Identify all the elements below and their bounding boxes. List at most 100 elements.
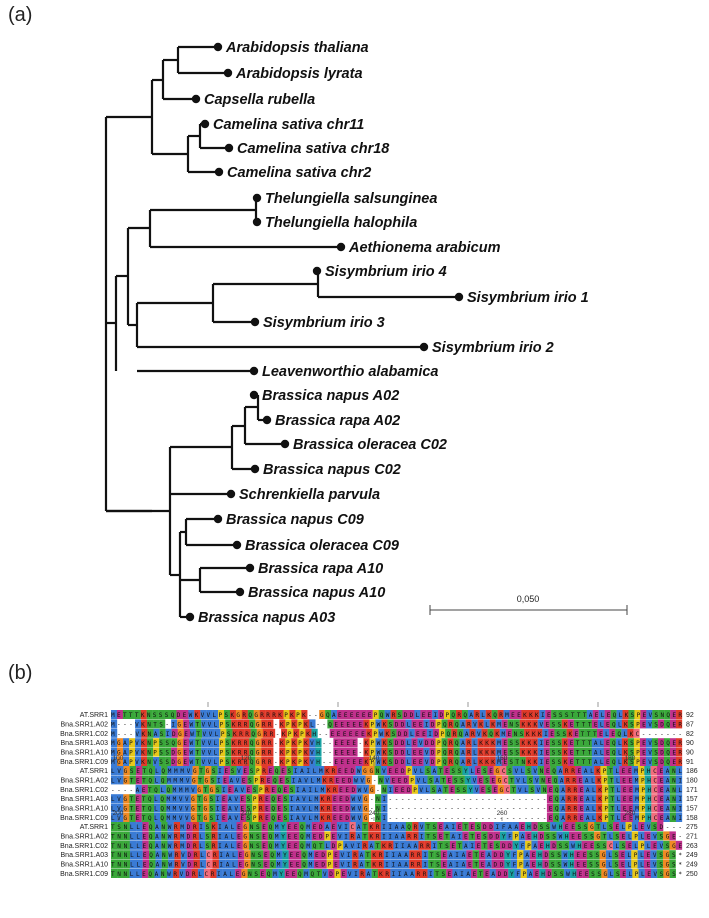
residue-cell	[282, 850, 289, 860]
residue-cell	[229, 710, 237, 719]
residue-cell	[147, 738, 154, 748]
residue-cell	[387, 747, 394, 757]
residue-cell	[343, 766, 350, 775]
residue-cell	[190, 784, 198, 794]
residue-cell	[295, 813, 302, 822]
residue-cell	[615, 757, 623, 766]
residue-cell	[333, 738, 340, 748]
residue-cell	[182, 710, 189, 719]
residue-cell	[501, 747, 508, 757]
residue-cell	[639, 738, 647, 748]
residue-cell	[301, 859, 308, 869]
residue-cell	[639, 803, 646, 813]
residue-cell	[201, 757, 208, 766]
residue-cell	[531, 766, 538, 775]
residue-cell	[491, 710, 498, 719]
residue-cell	[513, 719, 520, 729]
residue-cell	[608, 784, 615, 794]
residue-cell	[669, 803, 677, 813]
residue-cell	[543, 719, 550, 729]
residue-cell	[123, 803, 130, 813]
residue-cell	[147, 794, 155, 804]
residue-cell	[645, 757, 653, 766]
residue-cell	[173, 766, 181, 775]
residue-cell	[440, 859, 448, 869]
residue-cell	[662, 850, 670, 860]
residue-cell	[135, 803, 142, 813]
residue-cell	[663, 719, 671, 729]
residue-cell	[369, 738, 376, 748]
residue-cell	[166, 784, 173, 794]
residue-cell	[622, 710, 629, 719]
residue-cell	[459, 850, 467, 860]
residue-cell	[632, 803, 640, 813]
residue-cell	[575, 831, 582, 841]
residue-cell	[557, 869, 565, 878]
residue-cell	[154, 831, 162, 841]
residue-cell	[196, 784, 204, 794]
residue-cell	[154, 840, 162, 850]
taxon-label: Thelungiella halophila	[265, 215, 417, 231]
residue-cell	[278, 775, 285, 785]
residue-cell	[639, 719, 647, 729]
residue-cell	[136, 831, 143, 841]
residue-cell	[278, 869, 285, 878]
residue-cell	[164, 710, 171, 719]
residue-cell	[483, 719, 490, 729]
residue-cell	[459, 859, 467, 869]
residue-cell	[504, 850, 511, 860]
residue-cell	[241, 775, 248, 785]
residue-cell	[358, 859, 365, 869]
residue-cell	[238, 728, 245, 738]
residue-cell	[555, 738, 562, 748]
residue-cell	[177, 757, 184, 766]
residue-cell	[160, 794, 167, 804]
residue-cell	[305, 766, 312, 775]
residue-cell	[279, 757, 286, 766]
residue-cell	[634, 710, 641, 719]
residue-cell	[583, 784, 591, 794]
residue-cell	[129, 738, 136, 748]
residue-cell	[216, 775, 223, 785]
sequence-residues	[111, 710, 683, 719]
residue-cell	[619, 775, 627, 785]
residue-cell	[374, 831, 381, 841]
residue-cell	[387, 766, 394, 775]
residue-cell	[399, 747, 406, 757]
residue-cell	[471, 738, 478, 748]
residue-cell	[644, 840, 651, 850]
residue-cell	[141, 784, 148, 794]
residue-cell	[633, 738, 641, 748]
residue-cell	[204, 775, 211, 785]
residue-cell	[619, 869, 627, 878]
residue-cell	[148, 822, 156, 831]
residue-cell	[368, 840, 375, 850]
residue-cell	[417, 738, 424, 748]
residue-cell	[495, 747, 502, 757]
residue-cell	[518, 831, 526, 841]
residue-cell	[513, 747, 520, 757]
residue-cell	[123, 766, 130, 775]
residue-cell	[256, 859, 264, 869]
residue-cell	[332, 784, 339, 794]
residue-cell	[633, 757, 641, 766]
residue-cell	[396, 859, 403, 869]
residue-cell	[135, 784, 142, 794]
residue-cell	[638, 831, 645, 841]
residue-cell	[309, 719, 316, 729]
residue-cell	[117, 831, 124, 841]
residue-cell	[213, 738, 220, 748]
residue-cell	[266, 775, 273, 785]
residue-cell	[246, 803, 253, 813]
residue-cell	[361, 831, 369, 841]
residue-cell	[142, 869, 149, 878]
residue-cell	[331, 710, 338, 719]
residue-cell	[166, 775, 174, 785]
residue-cell	[326, 859, 334, 869]
residue-cell	[387, 831, 394, 841]
residue-cell	[165, 747, 172, 757]
residue-cell	[644, 822, 651, 831]
residue-cell	[652, 710, 659, 719]
residue-cell	[405, 766, 413, 775]
residue-cell	[365, 869, 372, 878]
